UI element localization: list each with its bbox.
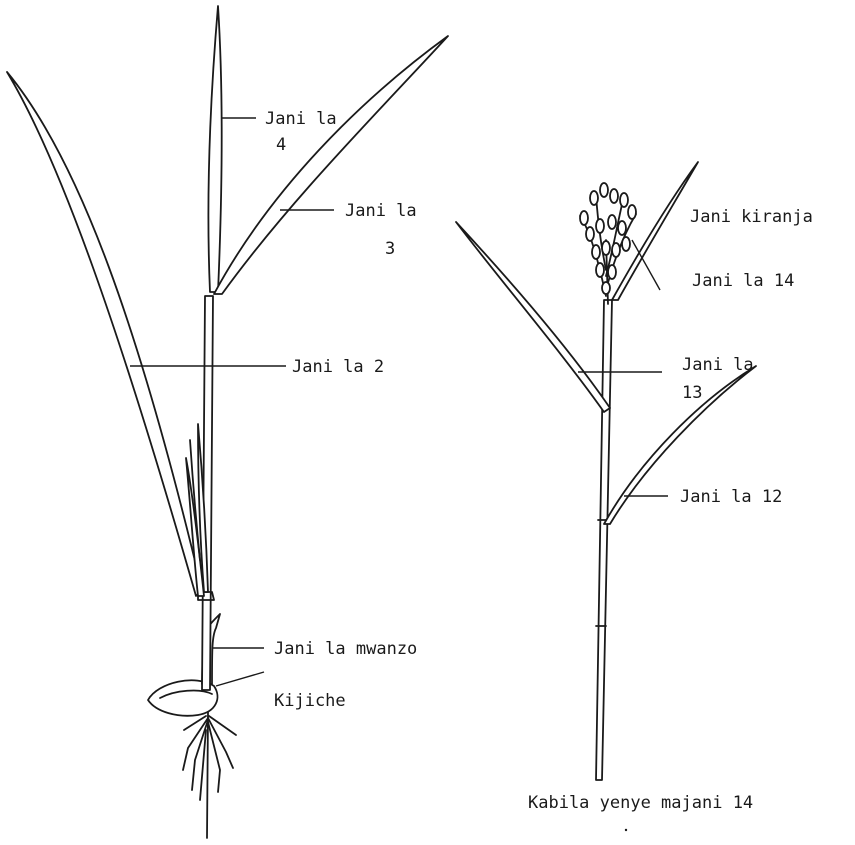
left-leaf-4 [208, 6, 221, 292]
speck-dot [625, 829, 627, 831]
label-leaf-4-line2: 4 [276, 135, 286, 155]
label-leaf-13-line1: Jani la [682, 355, 754, 375]
label-seed: Kijiche [274, 691, 346, 711]
left-roots [183, 712, 236, 838]
label-leaf-3-line1: Jani la [345, 201, 417, 221]
right-plant-caption: Kabila yenye majani 14 [528, 793, 753, 813]
label-leaf-13-line2: 13 [682, 383, 702, 403]
left-rice-plant [7, 6, 448, 838]
right-leaf-13 [456, 222, 610, 412]
label-flag-leaf: Jani kiranja [690, 207, 813, 227]
right-rice-plant [456, 162, 756, 780]
right-panicle [580, 183, 636, 304]
label-leaf-4-line1: Jani la [265, 109, 337, 129]
label-leaf-2: Jani la 2 [292, 357, 384, 377]
label-leaf-3-line2: 3 [385, 239, 395, 259]
left-leaf-3 [214, 36, 448, 294]
label-first-leaf: Jani la mwanzo [274, 639, 417, 659]
left-leaf-2 [7, 72, 202, 596]
label-leaf-12: Jani la 12 [680, 487, 782, 507]
label-leaf-14: Jani la 14 [692, 271, 794, 291]
leader-seed [216, 672, 264, 686]
